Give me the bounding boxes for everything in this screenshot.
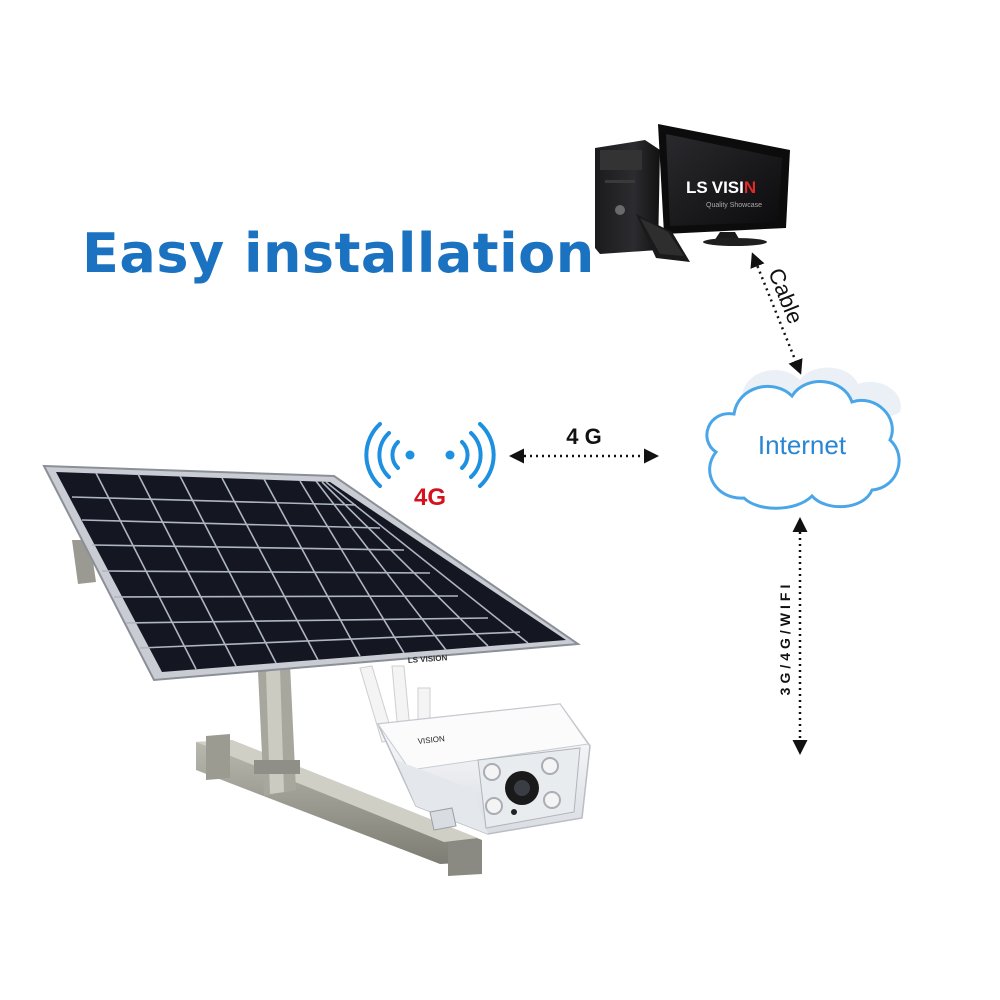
solar-cells: [71, 472, 529, 670]
solar-panel-assembly: LS VISION VISION: [42, 464, 591, 876]
internet-label: Internet: [758, 430, 847, 460]
link-mobile-label: 3G/4G/WIFI: [777, 581, 793, 696]
page-title: Easy installation: [82, 222, 595, 285]
panel-logo: LS VISION: [408, 653, 448, 665]
solar-panel: LS VISION: [42, 464, 581, 682]
pc-keyboard: [636, 214, 690, 262]
camera-lens-face: [477, 747, 581, 829]
link-4g-label: 4 G: [566, 424, 601, 449]
internet-cloud: Internet: [705, 367, 901, 510]
wireless-badge-label: 4G: [414, 484, 446, 511]
wireless-signal-icon: 4G: [364, 422, 496, 511]
cable-link: Cable: [750, 252, 808, 375]
mounting-pole: [254, 664, 300, 796]
camera-logo: VISION: [417, 734, 445, 746]
link-4g: 4 G: [509, 424, 659, 464]
link-mobile: 3G/4G/WIFI: [777, 517, 808, 755]
cable-label: Cable: [763, 265, 808, 328]
security-camera: VISION: [376, 703, 591, 835]
monitor-tagline: Quality Showcase: [706, 202, 762, 209]
